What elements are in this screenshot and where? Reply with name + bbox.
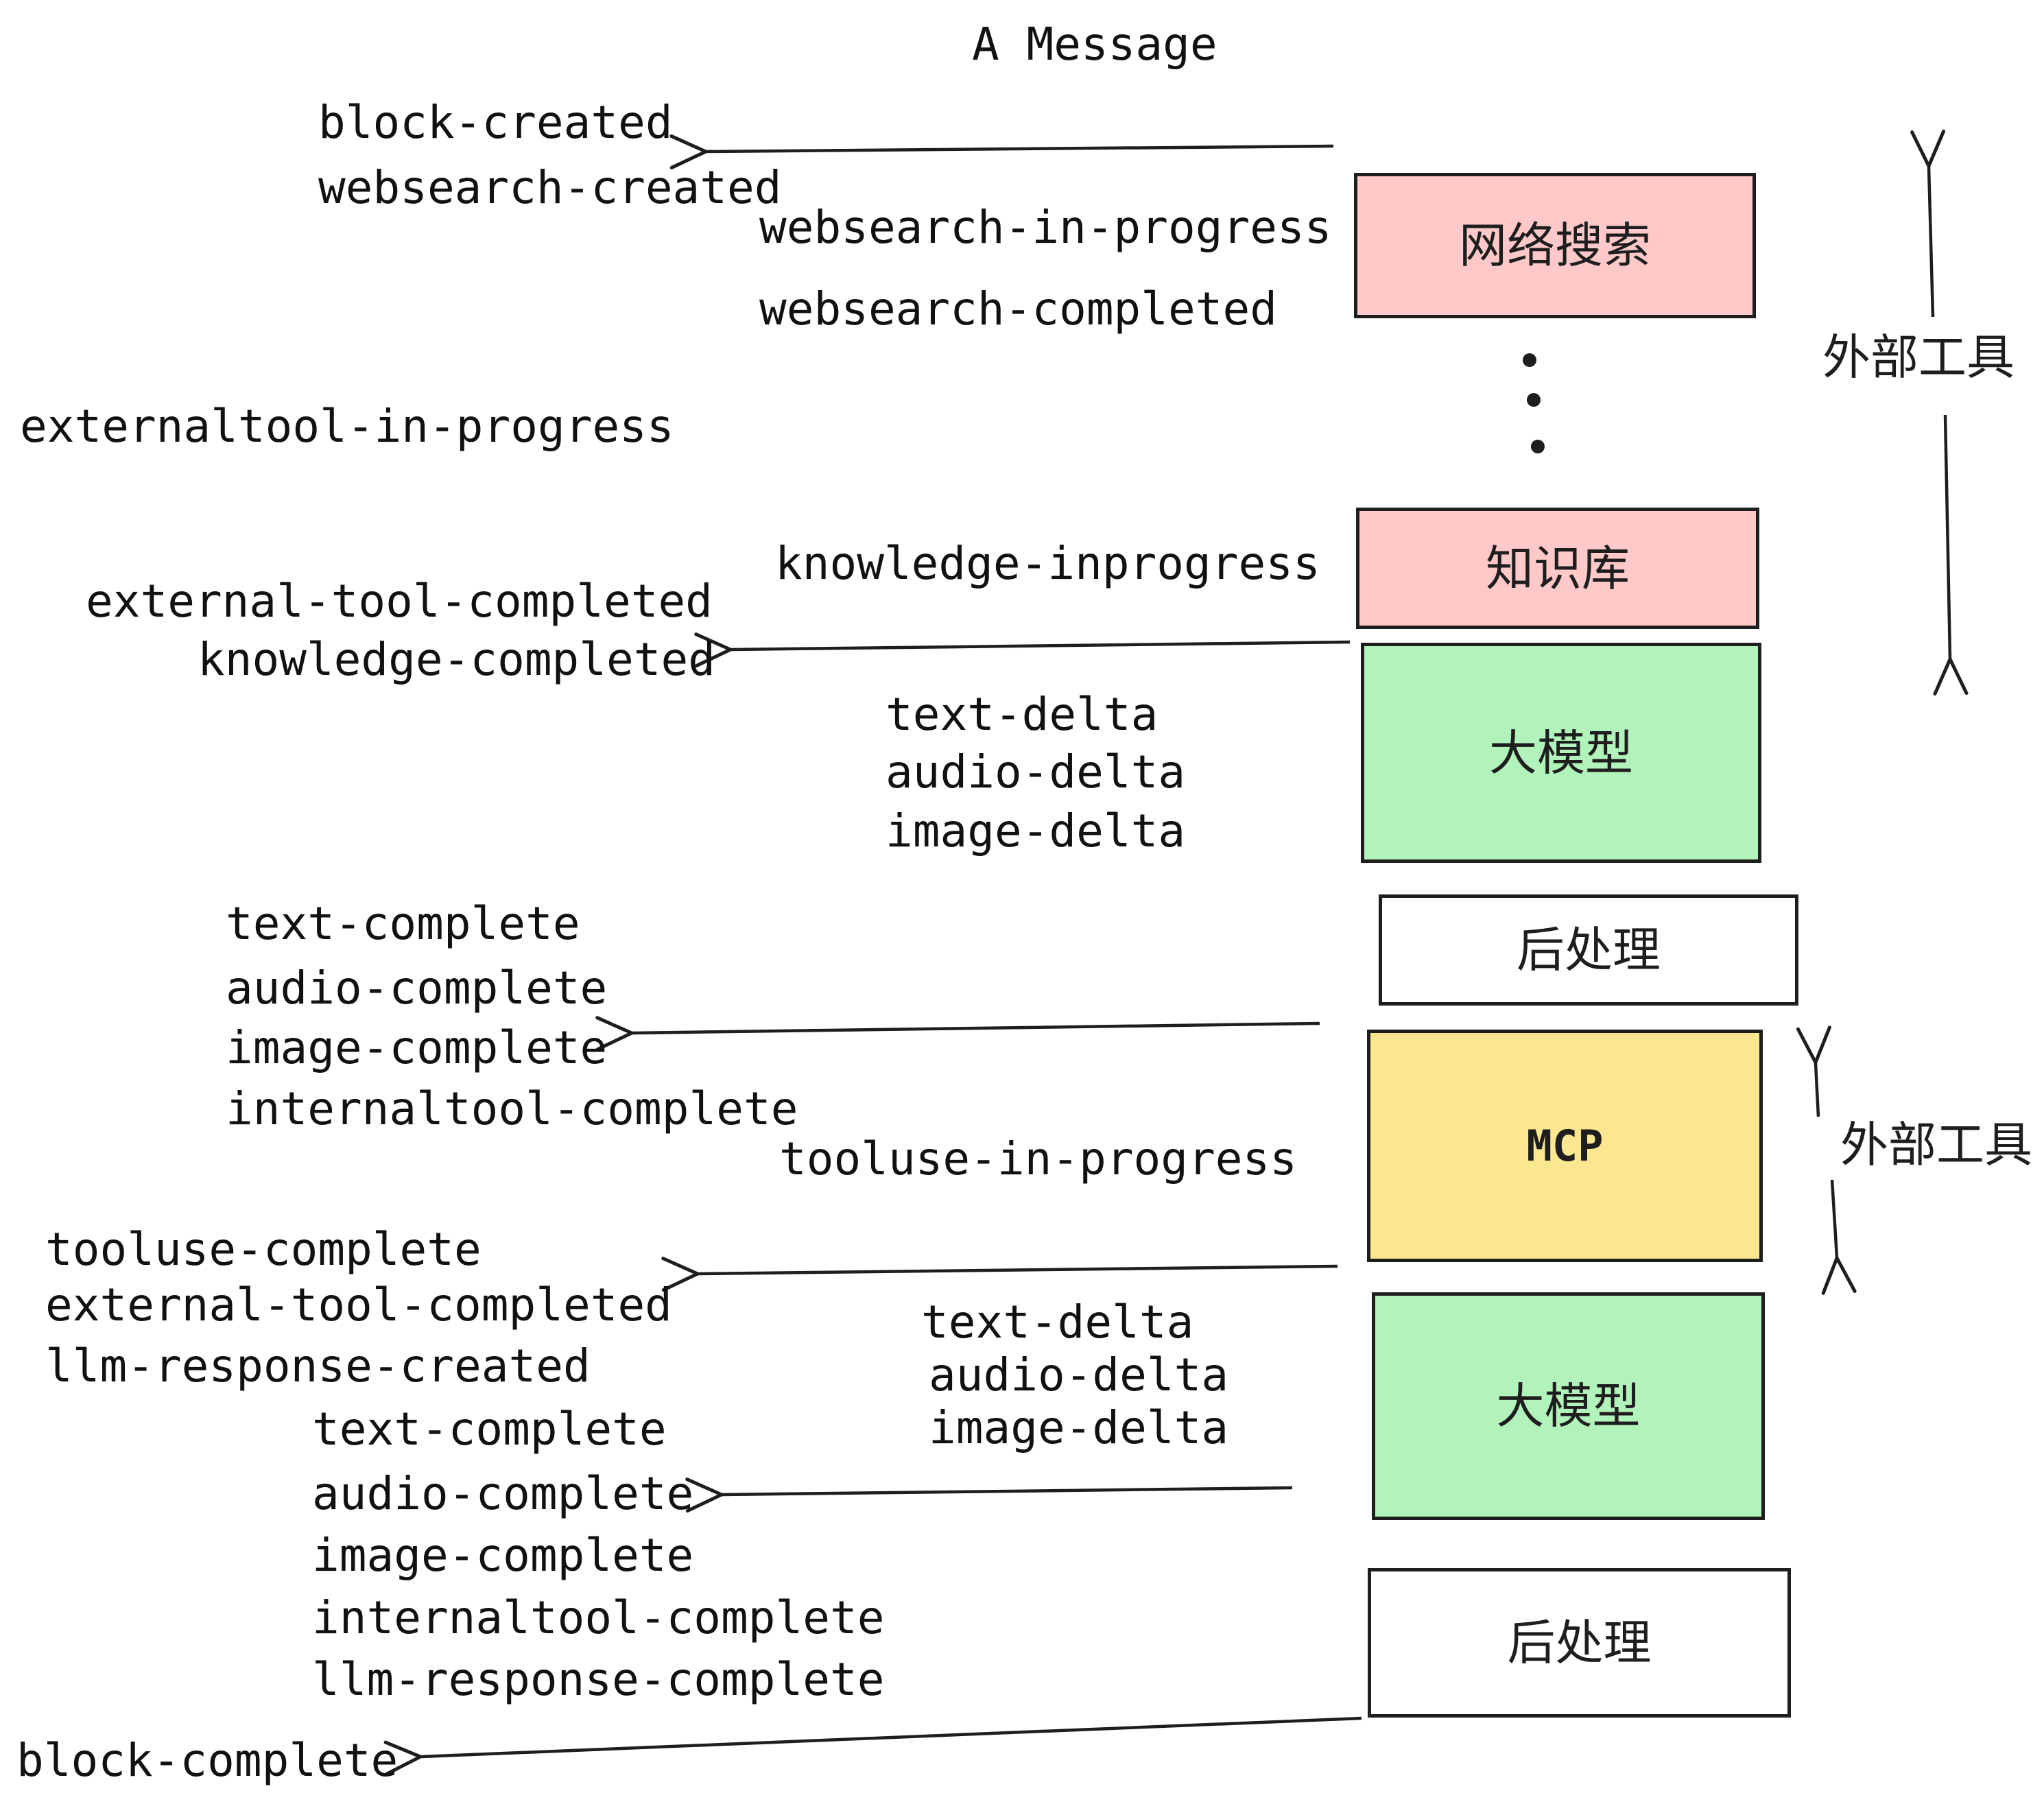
event-llm-response-complete: llm-response-complete [312, 1653, 885, 1706]
box-knowledge: 知识库 [1356, 508, 1759, 629]
box-llm-2: 大模型 [1372, 1292, 1765, 1520]
box-llm-1: 大模型 [1361, 643, 1761, 863]
box-postprocess-2: 后处理 [1368, 1568, 1791, 1718]
external-tools-up-arrow-2 [1796, 1025, 1831, 1117]
arrow-websearch-created [669, 134, 1334, 169]
event-websearch-in-progress: websearch-in-progress [759, 201, 1332, 254]
ellipsis-dots [1523, 353, 1545, 453]
arrow-audio-complete [685, 1477, 1293, 1513]
event-tooluse-complete: tooluse-complete [45, 1223, 482, 1276]
event-text-delta: text-delta [886, 688, 1158, 741]
box-postprocess-1: 后处理 [1379, 894, 1798, 1006]
event-knowledge-inprogress: knowledge-inprogress [775, 537, 1320, 590]
diagram-title: A Message [972, 18, 1217, 71]
event-image-delta-2: image-delta [929, 1401, 1229, 1454]
external-tools-down-arrow-1 [1933, 414, 1969, 696]
event-block-complete: block-complete [16, 1734, 399, 1787]
event-externaltool-in-progress: externaltool-in-progress [20, 400, 674, 453]
event-audio-delta-2: audio-delta [929, 1349, 1229, 1401]
event-image-delta: image-delta [886, 805, 1186, 857]
box-label: 知识库 [1486, 540, 1630, 597]
event-image-complete: image-complete [226, 1021, 608, 1074]
event-text-delta-2: text-delta [921, 1296, 1194, 1349]
event-image-complete-2: image-complete [312, 1529, 694, 1582]
external-tools-label-2: 外部工具 [1840, 1117, 2032, 1173]
event-text-complete-2: text-complete [312, 1403, 667, 1456]
event-audio-complete-2: audio-complete [312, 1467, 694, 1520]
box-label: 后处理 [1507, 1615, 1652, 1671]
event-audio-delta: audio-delta [886, 746, 1186, 798]
box-label: 网络搜索 [1459, 217, 1651, 274]
box-websearch: 网络搜索 [1354, 173, 1756, 318]
external-tools-label-1: 外部工具 [1822, 329, 2015, 385]
box-label: 大模型 [1489, 724, 1633, 781]
arrow-block-complete [383, 1716, 1362, 1776]
box-label: 大模型 [1496, 1378, 1641, 1434]
event-block-created: block-created [318, 96, 673, 149]
event-internaltool-complete-2: internaltool-complete [312, 1591, 885, 1644]
event-external-tool-completed-2: external-tool-completed [45, 1279, 672, 1331]
event-external-tool-completed: external-tool-completed [86, 575, 713, 628]
box-mcp: MCP [1367, 1030, 1763, 1262]
arrow-image-complete [595, 1016, 1320, 1052]
event-internaltool-complete: internaltool-complete [226, 1082, 798, 1135]
event-text-complete: text-complete [226, 897, 580, 950]
event-knowledge-completed: knowledge-completed [198, 633, 715, 686]
event-audio-complete: audio-complete [226, 962, 608, 1014]
event-websearch-completed: websearch-completed [759, 283, 1277, 335]
external-tools-down-arrow-2 [1821, 1179, 1857, 1295]
external-tools-up-arrow-1 [1910, 129, 1946, 318]
event-llm-response-created: llm-response-created [45, 1340, 591, 1392]
box-label: MCP [1526, 1120, 1604, 1171]
box-label: 后处理 [1517, 922, 1661, 978]
arrow-tooluse-complete [661, 1257, 1338, 1292]
event-tooluse-in-progress: tooluse-in-progress [779, 1132, 1297, 1185]
arrow-knowledge-completed [694, 632, 1351, 668]
event-websearch-created: websearch-created [318, 161, 782, 214]
